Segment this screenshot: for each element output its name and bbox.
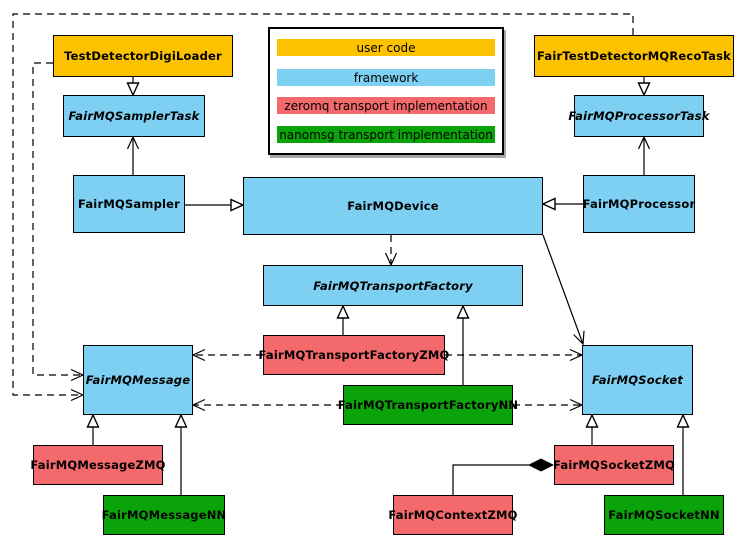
node-FairMQTransportFactoryZMQ: FairMQTransportFactoryZMQ xyxy=(259,335,449,375)
composition-diamond xyxy=(528,458,554,472)
node-FairMQContextZMQ: FairMQContextZMQ xyxy=(388,495,517,535)
node-FairMQMessageZMQ: FairMQMessageZMQ xyxy=(30,445,165,485)
node-FairMQSampler: FairMQSampler xyxy=(73,175,185,233)
node-FairMQSocket: FairMQSocket xyxy=(582,345,693,415)
node-FairMQSamplerTask: FairMQSamplerTask xyxy=(63,95,205,137)
node-FairMQTransportFactory: FairMQTransportFactory xyxy=(263,265,523,306)
node-FairMQMessage: FairMQMessage xyxy=(83,345,193,415)
node-FairMQMessageNN: FairMQMessageNN xyxy=(102,495,226,535)
node-FairMQSocketNN: FairMQSocketNN xyxy=(604,495,724,535)
edge-recotask-depends-message xyxy=(12,13,634,402)
node-FairMQDevice: FairMQDevice xyxy=(243,177,543,235)
legend-item-user_code: user code xyxy=(277,39,495,56)
legend-item-zeromq: zeromq transport implementation xyxy=(277,97,495,114)
legend-item-framework: framework xyxy=(277,69,495,86)
node-FairMQProcessor: FairMQProcessor xyxy=(583,175,695,233)
edge-contextzmq-composed-socketzmq xyxy=(452,464,529,495)
node-FairMQSocketZMQ: FairMQSocketZMQ xyxy=(553,445,675,485)
node-TestDetectorDigiLoader: TestDetectorDigiLoader xyxy=(53,35,233,77)
legend-box: user code framework zeromq transport imple… xyxy=(268,27,504,155)
edge-device-uses-socket xyxy=(542,234,585,346)
node-FairMQTransportFactoryNN: FairMQTransportFactoryNN xyxy=(338,385,518,425)
node-FairMQProcessorTask: FairMQProcessorTask xyxy=(568,95,709,137)
node-FairTestDetectorMQRecoTask: FairTestDetectorMQRecoTask xyxy=(534,35,734,77)
legend-item-nanomsg: nanomsg transport implementation xyxy=(277,126,495,143)
